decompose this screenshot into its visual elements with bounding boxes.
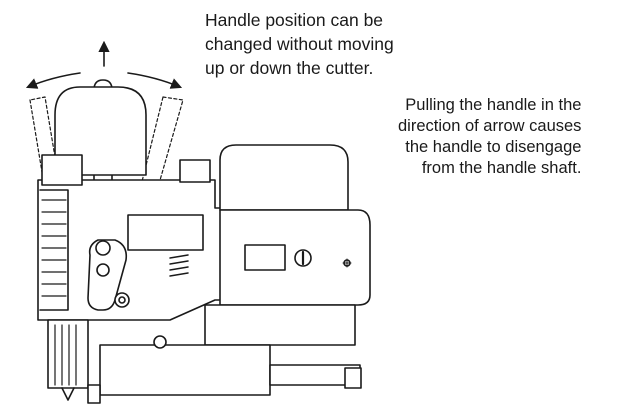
cooling-ribs (41, 199, 67, 297)
motor-body (37, 154, 231, 321)
note-line: direction of arrow causes (398, 117, 582, 135)
note-line: Handle position can be (205, 10, 384, 30)
note-line: the handle to disengage (405, 138, 582, 156)
note-line: Pulling the handle in the (405, 96, 582, 114)
handle-disengage-note: Pulling the handle in the direction of a… (398, 95, 581, 179)
handle-cap (54, 86, 147, 176)
note-line: changed without moving (205, 34, 394, 54)
handle-lever (87, 239, 130, 311)
handle-position-note: Handle position can be changed without m… (205, 8, 394, 80)
cutter (47, 319, 101, 404)
vent-slots (169, 254, 189, 277)
magnet-base (99, 304, 362, 396)
note-line: up or down the cutter. (205, 58, 374, 78)
handle-swing-arrows (25, 40, 183, 89)
note-line: from the handle shaft. (421, 159, 582, 177)
feed-unit (219, 144, 371, 306)
